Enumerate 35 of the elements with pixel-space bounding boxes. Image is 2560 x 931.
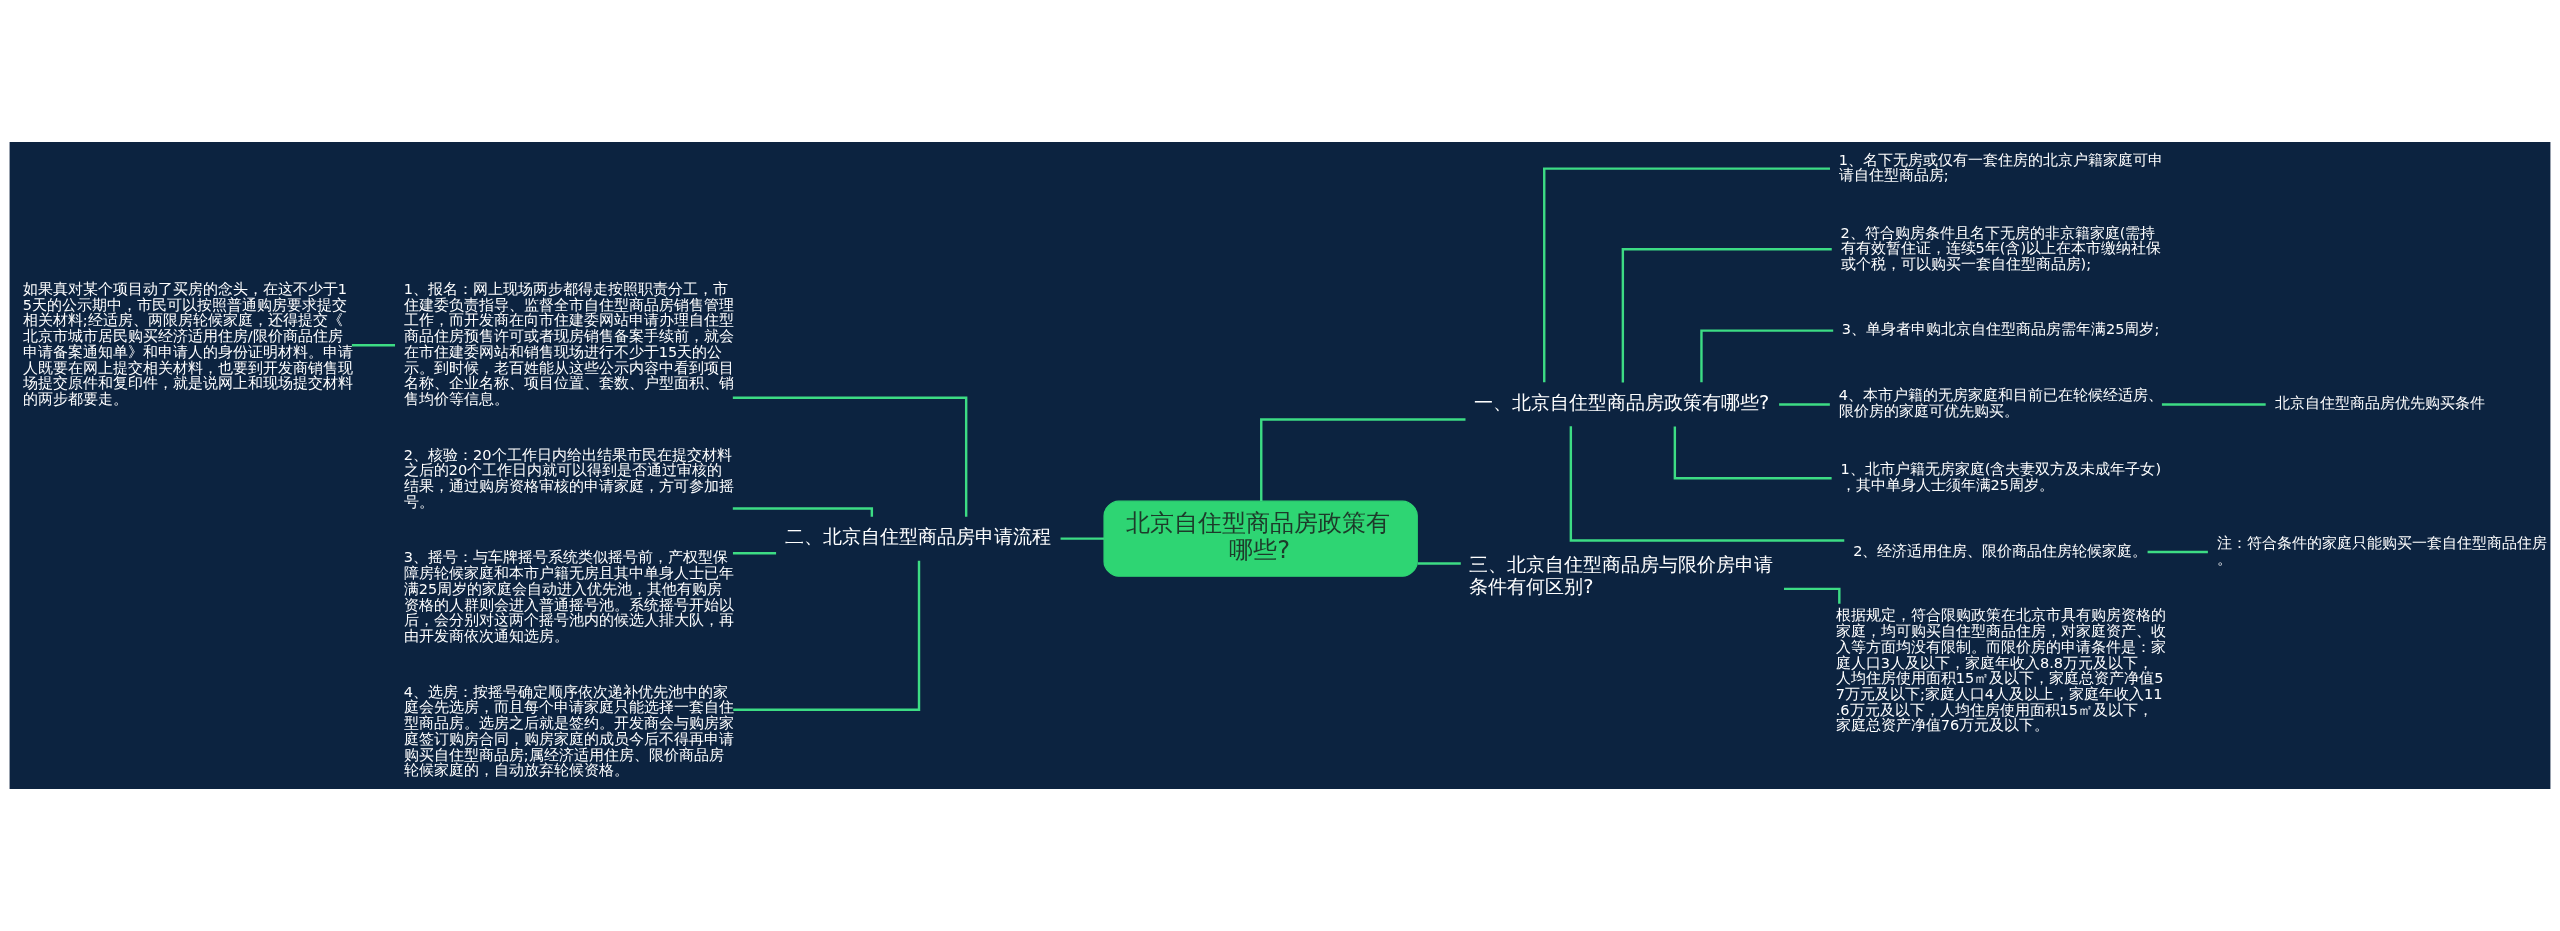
node-text: 2、经济适用住房、限价商品住房轮候家庭。 — [1853, 542, 2148, 559]
connector — [1417, 562, 1461, 565]
connector — [1260, 418, 1466, 501]
node-text: 注：符合条件的家庭只能购买一套自住型商品住房。 — [2216, 534, 2547, 567]
connector — [1060, 537, 1104, 540]
connector — [2161, 403, 2266, 406]
node-box: 北京自住型商品房政策有哪些? — [1103, 500, 1418, 577]
node-text: 3、单身者申购北京自住型商品房需年满25周岁; — [1841, 321, 2160, 338]
node-text: 4、选房：按摇号确定顺序依次递补优先池中的家庭会先选房，而且每个申请家庭只能选择一套自住型商品房。选房之后就是签约。开发商会与购房家庭签订购房合同，购房家庭的成员今后不得再申请购买自住型商品房;属经济适用住房、限价商品房轮候家庭的，自动放弃轮候资格。 — [403, 683, 734, 779]
connector — [1543, 167, 1830, 383]
node-text: 1、北市户籍无房家庭(含夫妻双方及未成年子女)，其中单身人士须年满25周岁。 — [1840, 461, 2162, 493]
node-text: 2、符合购房条件且名下无房的非京籍家庭(需持有有效暂住证，连续5年(含)以上在本市缴纳社保或个税，可以购买一套自住型商品房); — [1840, 224, 2162, 273]
connector — [732, 507, 874, 517]
connector — [351, 343, 395, 347]
connector — [732, 396, 968, 517]
connector — [1621, 248, 1832, 383]
node-text: 二、北京自住型商品房申请流程 — [784, 525, 1051, 549]
connector — [1673, 426, 1832, 480]
node-text: 如果真对某个项目动了买房的念头，在这不少于15天的公示期中，市民可以按照普通购房要求提交相关材料;经适房、两限房轮候家庭，还得提交《北京市城市居民购买经济适用住房/限价商品住房申请备案通知单》和申请人的身份证明材料。申请人既要在网上提交相关材料，也要到开发商销售现场提交原件和复印件，就是说网上和现场提交材料的两步都要走。 — [22, 280, 353, 407]
node-text: 4、本市户籍的无房家庭和目前已在轮候经适房、限价房的家庭可优先购买。 — [1838, 387, 2163, 420]
node-text: 根据规定，符合限购政策在北京市具有购房资格的家庭，均可购买自住型商品住房，对家庭资产、收入等方面均没有限制。而限价房的申请条件是：家庭人口3人及以下，家庭年收入8.8万元及以下，人均住房使用面积15㎡及以下，家庭总资产净值57万元及以下;家庭人口4人及以上，家庭年收入11.6万元及以下，人均住房使用面积15㎡及以下，家庭总资产净值76万元及以下。 — [1835, 607, 2166, 734]
node-text: 北京自住型商品房优先购买条件 — [2274, 395, 2485, 412]
node-text: 2、核验：20个工作日内给出结果市民在提交材料之后的20个工作日内就可以得到是否通过审核的结果，通过购房资格审核的申请家庭，方可参加摇号。 — [403, 446, 734, 510]
node-text: 1、报名：网上现场两步都得走按照职责分工，市住建委负责指导、监督全市自住型商品房销售管理工作，而开发商在向市住建委网站申请办理自住型商品住房预售许可或者现房销售备案手续前，就会在市住建委网站和销售现场进行不少于15天的公示。到时候，老百姓能从这些公示内容中看到项目名称、企业名称、项目位置、套数、户型面积、销售均价等信息。 — [403, 280, 734, 407]
connector — [1700, 329, 1834, 383]
node-text: 三、北京自住型商品房与限价房申请条件有何区别? — [1469, 553, 1774, 598]
connector — [733, 560, 921, 711]
node-text: 一、北京自住型商品房政策有哪些? — [1474, 391, 1770, 415]
node-text: 1、名下无房或仅有一套住房的北京户籍家庭可申请自住型商品房; — [1838, 151, 2163, 184]
connector — [1784, 587, 1841, 604]
connector — [1569, 426, 1845, 542]
node-text: 3、摇号：与车牌摇号系统类似摇号前，产权型保障房轮候家庭和本市户籍无房且其中单身人士已年满25周岁的家庭会自动进入优先池，其他有购房资格的人群则会进入普通摇号池。系统摇号开始以后，会分别对这两个摇号池内的候选人排大队，再由开发商依次通知选房。 — [403, 549, 734, 644]
connector — [2147, 550, 2208, 554]
connector — [1779, 403, 1830, 406]
connector — [732, 551, 777, 555]
